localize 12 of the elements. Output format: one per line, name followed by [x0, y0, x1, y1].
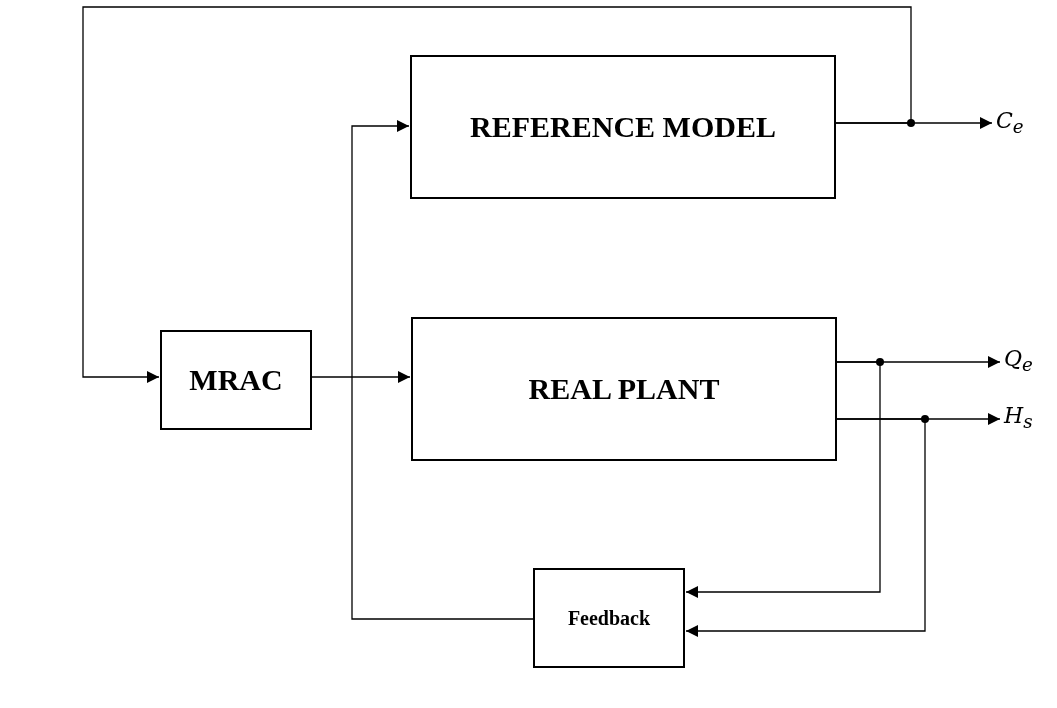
signal-label: Q$_{e}$ [1004, 348, 1033, 375]
arrow [311, 371, 411, 383]
arrow [82, 6, 912, 383]
process-box: REAL PLANT [411, 317, 837, 461]
arrow [685, 418, 926, 637]
arrow [685, 361, 881, 598]
process-box: REFERENCE MODEL [410, 55, 836, 199]
arrow [351, 120, 534, 620]
process-box: MRAC [160, 330, 312, 430]
process-box: Feedback [533, 568, 685, 668]
signal-label: C$_{e}$ [996, 110, 1024, 137]
signal-label: H$_{s}$ [1004, 405, 1033, 432]
